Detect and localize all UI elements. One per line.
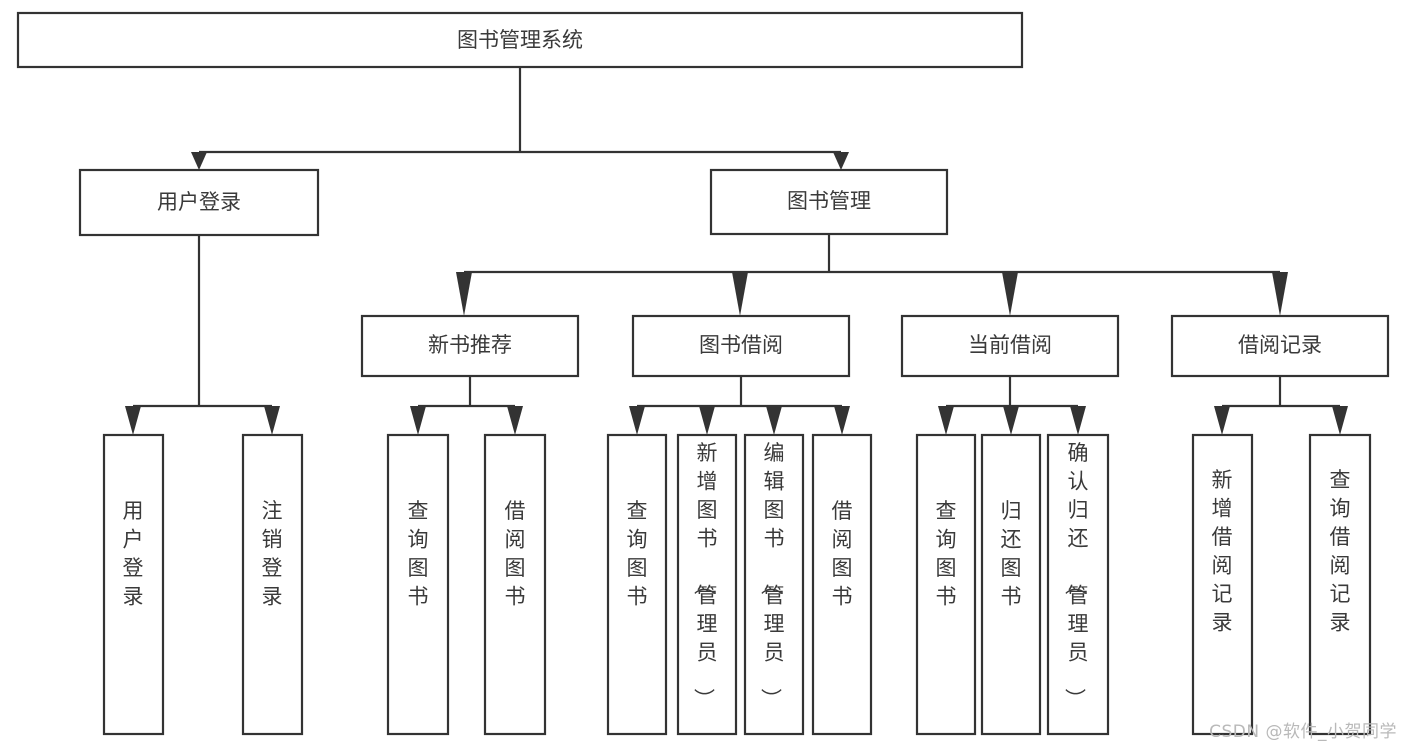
arrow-head-to-book-borrow [732, 272, 748, 316]
node-new-book-recommend-box [360, 314, 580, 378]
connector-group-user-login-children [125, 235, 280, 435]
node-root-system-label: 图书管理系统 [457, 28, 583, 52]
node-leaf-edit-book-admin-box [743, 433, 805, 736]
node-leaf-query-book-borrow-box [606, 433, 668, 736]
connector-group-book-management-children [456, 234, 1288, 316]
node-leaf-borrow-book-borrow[interactable]: 借阅图书 [811, 433, 873, 736]
node-leaf-confirm-return-admin-label: 确认归还（管理员） [1063, 441, 1089, 709]
node-leaf-user-login-label: 用户登录 [123, 499, 144, 609]
node-leaf-query-book-current-box [915, 433, 977, 736]
node-leaf-borrow-book-borrow-box [811, 433, 873, 736]
node-leaf-query-book-borrow-label: 查询图书 [627, 499, 648, 609]
arrow-head-to-leaf-add-book [699, 406, 715, 435]
node-user-login-label: 用户登录 [157, 190, 241, 214]
arrow-head-to-borrow-record [1272, 272, 1288, 316]
arrow-head-to-book-management [833, 152, 849, 170]
node-leaf-add-book-admin-box [676, 433, 738, 736]
arrow-head-to-leaf-borrow-book-1 [507, 406, 523, 435]
node-leaf-return-book-label: 归还图书 [1001, 499, 1022, 609]
node-leaf-logout-box [241, 433, 304, 736]
node-book-management[interactable]: 图书管理 [709, 168, 949, 236]
node-leaf-logout-label: 注销登录 [262, 499, 283, 609]
node-book-borrow-box [631, 314, 851, 378]
arrow-head-to-user-login [191, 152, 207, 170]
node-leaf-add-borrow-record-label: 新增借阅记录 [1212, 468, 1233, 635]
node-user-login[interactable]: 用户登录 [78, 168, 320, 237]
arrow-head-to-leaf-borrow-book-2 [834, 406, 850, 435]
node-book-management-label: 图书管理 [787, 189, 871, 213]
connector-group-borrow-record-children [1214, 376, 1348, 435]
node-leaf-add-borrow-record-box [1191, 433, 1254, 736]
node-leaf-query-book-current[interactable]: 查询图书 [915, 433, 977, 736]
node-user-login-box [78, 168, 320, 237]
node-leaf-edit-book-admin-label: 编辑图书（管理员） [759, 441, 785, 709]
node-leaf-query-borrow-record[interactable]: 查询借阅记录 [1308, 433, 1372, 736]
arrow-head-to-current-borrow [1002, 272, 1018, 316]
node-book-borrow-label: 图书借阅 [699, 333, 783, 357]
node-current-borrow-box [900, 314, 1120, 378]
node-leaf-user-login-box [102, 433, 165, 736]
node-leaf-query-book-borrow[interactable]: 查询图书 [606, 433, 668, 736]
node-leaf-logout[interactable]: 注销登录 [241, 433, 304, 736]
node-leaf-query-borrow-record-label: 查询借阅记录 [1330, 468, 1351, 635]
node-leaf-query-book-recommend[interactable]: 查询图书 [386, 433, 450, 736]
arrow-head-to-leaf-query-record [1332, 406, 1348, 435]
node-leaf-borrow-book-recommend[interactable]: 借阅图书 [483, 433, 547, 736]
connector-group-new-book-recommend-children [410, 376, 523, 435]
node-current-borrow-label: 当前借阅 [968, 333, 1052, 357]
node-current-borrow[interactable]: 当前借阅 [900, 314, 1120, 378]
arrow-head-to-leaf-query-book-2 [629, 406, 645, 435]
arrow-head-to-leaf-query-book-1 [410, 406, 426, 435]
node-leaf-add-book-admin-label: 新增图书（管理员） [692, 441, 718, 709]
node-borrow-record-box [1170, 314, 1390, 378]
node-root-system-box [16, 11, 1024, 69]
node-leaf-add-book-admin[interactable]: 新增图书（管理员） [676, 433, 738, 736]
arrow-head-to-leaf-logout [264, 406, 280, 435]
node-leaf-query-book-current-label: 查询图书 [936, 499, 957, 609]
node-new-book-recommend-label: 新书推荐 [428, 333, 512, 357]
node-book-management-box [709, 168, 949, 236]
arrow-head-to-leaf-query-book-3 [938, 406, 954, 435]
connector-group-current-borrow-children [938, 376, 1086, 435]
node-leaf-edit-book-admin[interactable]: 编辑图书（管理员） [743, 433, 805, 736]
arrow-head-to-new-book-recommend [456, 272, 472, 316]
node-root-system[interactable]: 图书管理系统 [16, 11, 1024, 69]
csdn-watermark: CSDN @软件_小贺同学 [1209, 722, 1397, 742]
arrow-head-to-leaf-user-login [125, 406, 141, 435]
node-book-borrow[interactable]: 图书借阅 [631, 314, 851, 378]
node-leaf-query-book-recommend-box [386, 433, 450, 736]
node-leaf-confirm-return-admin[interactable]: 确认归还（管理员） [1046, 433, 1110, 736]
node-leaf-add-borrow-record[interactable]: 新增借阅记录 [1191, 433, 1254, 736]
connector-group-book-borrow-children [629, 376, 850, 435]
node-leaf-confirm-return-admin-box [1046, 433, 1110, 736]
arrow-head-to-leaf-edit-book [766, 406, 782, 435]
arrow-head-to-leaf-add-record [1214, 406, 1230, 435]
node-leaf-borrow-book-recommend-box [483, 433, 547, 736]
node-borrow-record[interactable]: 借阅记录 [1170, 314, 1390, 378]
node-leaf-return-book-box [980, 433, 1042, 736]
node-borrow-record-label: 借阅记录 [1238, 333, 1322, 357]
arrow-head-to-leaf-confirm-return [1070, 406, 1086, 435]
node-new-book-recommend[interactable]: 新书推荐 [360, 314, 580, 378]
connector-group-root-to-level2 [191, 67, 849, 170]
arrow-head-to-leaf-return-book [1003, 406, 1019, 435]
node-leaf-borrow-book-recommend-label: 借阅图书 [505, 499, 526, 609]
node-leaf-query-book-recommend-label: 查询图书 [408, 499, 429, 609]
node-leaf-return-book[interactable]: 归还图书 [980, 433, 1042, 736]
node-leaf-borrow-book-borrow-label: 借阅图书 [832, 499, 853, 609]
node-leaf-query-borrow-record-box [1308, 433, 1372, 736]
node-leaf-user-login[interactable]: 用户登录 [102, 433, 165, 736]
